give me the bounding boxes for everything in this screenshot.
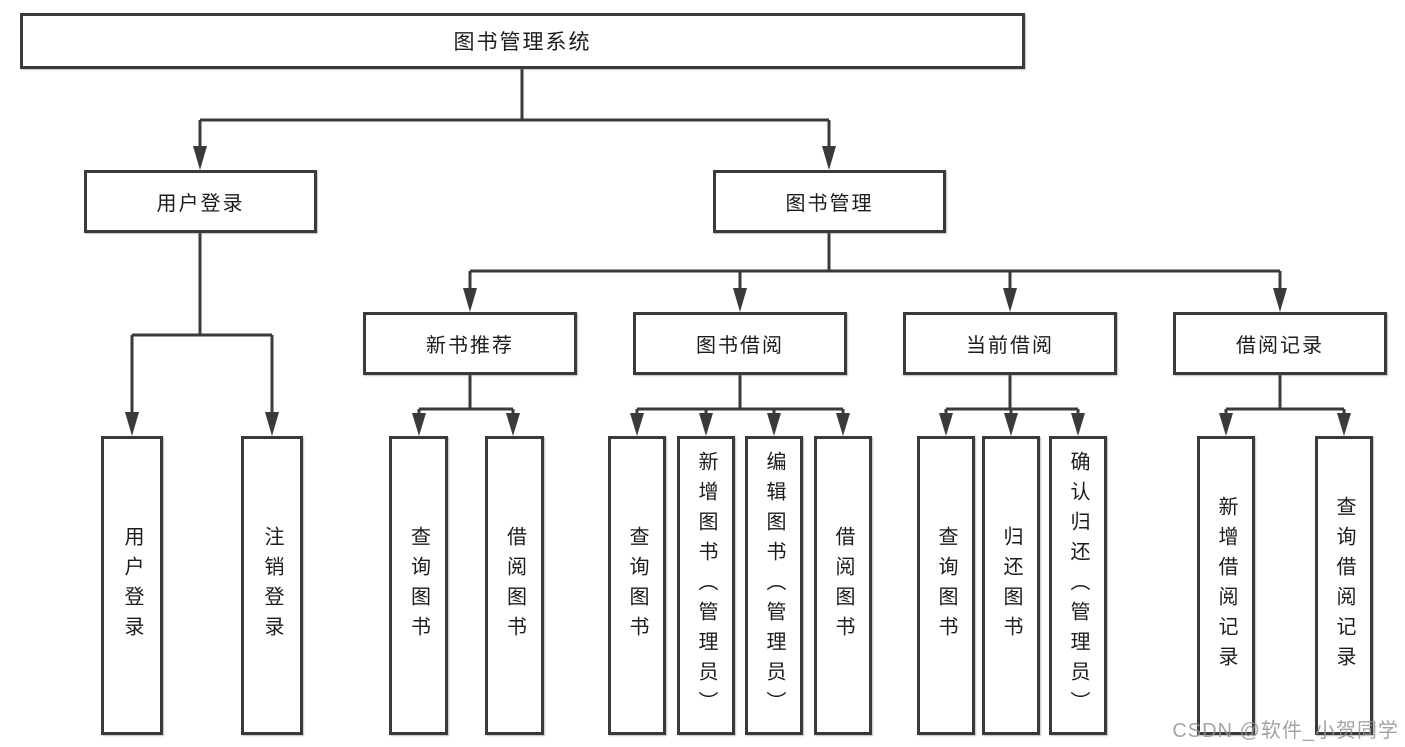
leaf-borrow-books-recommend: 借阅图书	[485, 436, 544, 735]
leaf-label: 新增借阅记录	[1215, 495, 1237, 676]
node-library-system: 图书管理系统	[20, 13, 1025, 69]
leaf-return-book: 归还图书	[982, 436, 1040, 735]
leaf-label: 查询图书	[626, 525, 648, 646]
leaf-confirm-return-admin: 确认归还（管理员）	[1049, 436, 1107, 735]
leaf-label: 借阅图书	[832, 525, 854, 646]
leaf-label: 查询借阅记录	[1333, 495, 1355, 676]
leaf-add-borrow-record: 新增借阅记录	[1197, 436, 1255, 735]
node-book-management: 图书管理	[713, 170, 946, 233]
node-borrow-records: 借阅记录	[1173, 312, 1387, 375]
leaf-edit-book-admin: 编辑图书（管理员）	[745, 436, 803, 735]
node-current-borrow: 当前借阅	[903, 312, 1117, 375]
leaf-user-login: 用户登录	[101, 436, 163, 735]
leaf-add-book-admin: 新增图书（管理员）	[677, 436, 735, 735]
leaf-label: 查询图书	[935, 525, 957, 646]
leaf-query-borrow-record: 查询借阅记录	[1315, 436, 1373, 735]
leaf-label: 借阅图书	[503, 525, 526, 646]
leaf-label: 查询图书	[407, 525, 430, 646]
leaf-label: 注销登录	[261, 525, 283, 646]
leaf-query-books-borrow: 查询图书	[608, 436, 666, 735]
leaf-label: 新增图书（管理员）	[695, 450, 717, 721]
leaf-logout: 注销登录	[241, 436, 303, 735]
node-book-borrow: 图书借阅	[633, 312, 847, 375]
leaf-label: 用户登录	[121, 525, 143, 646]
leaf-query-books-current: 查询图书	[917, 436, 975, 735]
leaf-label: 归还图书	[1000, 525, 1022, 646]
leaf-label: 确认归还（管理员）	[1067, 450, 1089, 721]
leaf-query-books-recommend: 查询图书	[389, 436, 448, 735]
csdn-watermark: CSDN @软件_小贺同学	[1172, 720, 1399, 742]
node-user-login: 用户登录	[84, 170, 317, 233]
leaf-borrow-books: 借阅图书	[814, 436, 872, 735]
leaf-label: 编辑图书（管理员）	[763, 450, 785, 721]
node-new-book-recommend: 新书推荐	[363, 312, 577, 375]
